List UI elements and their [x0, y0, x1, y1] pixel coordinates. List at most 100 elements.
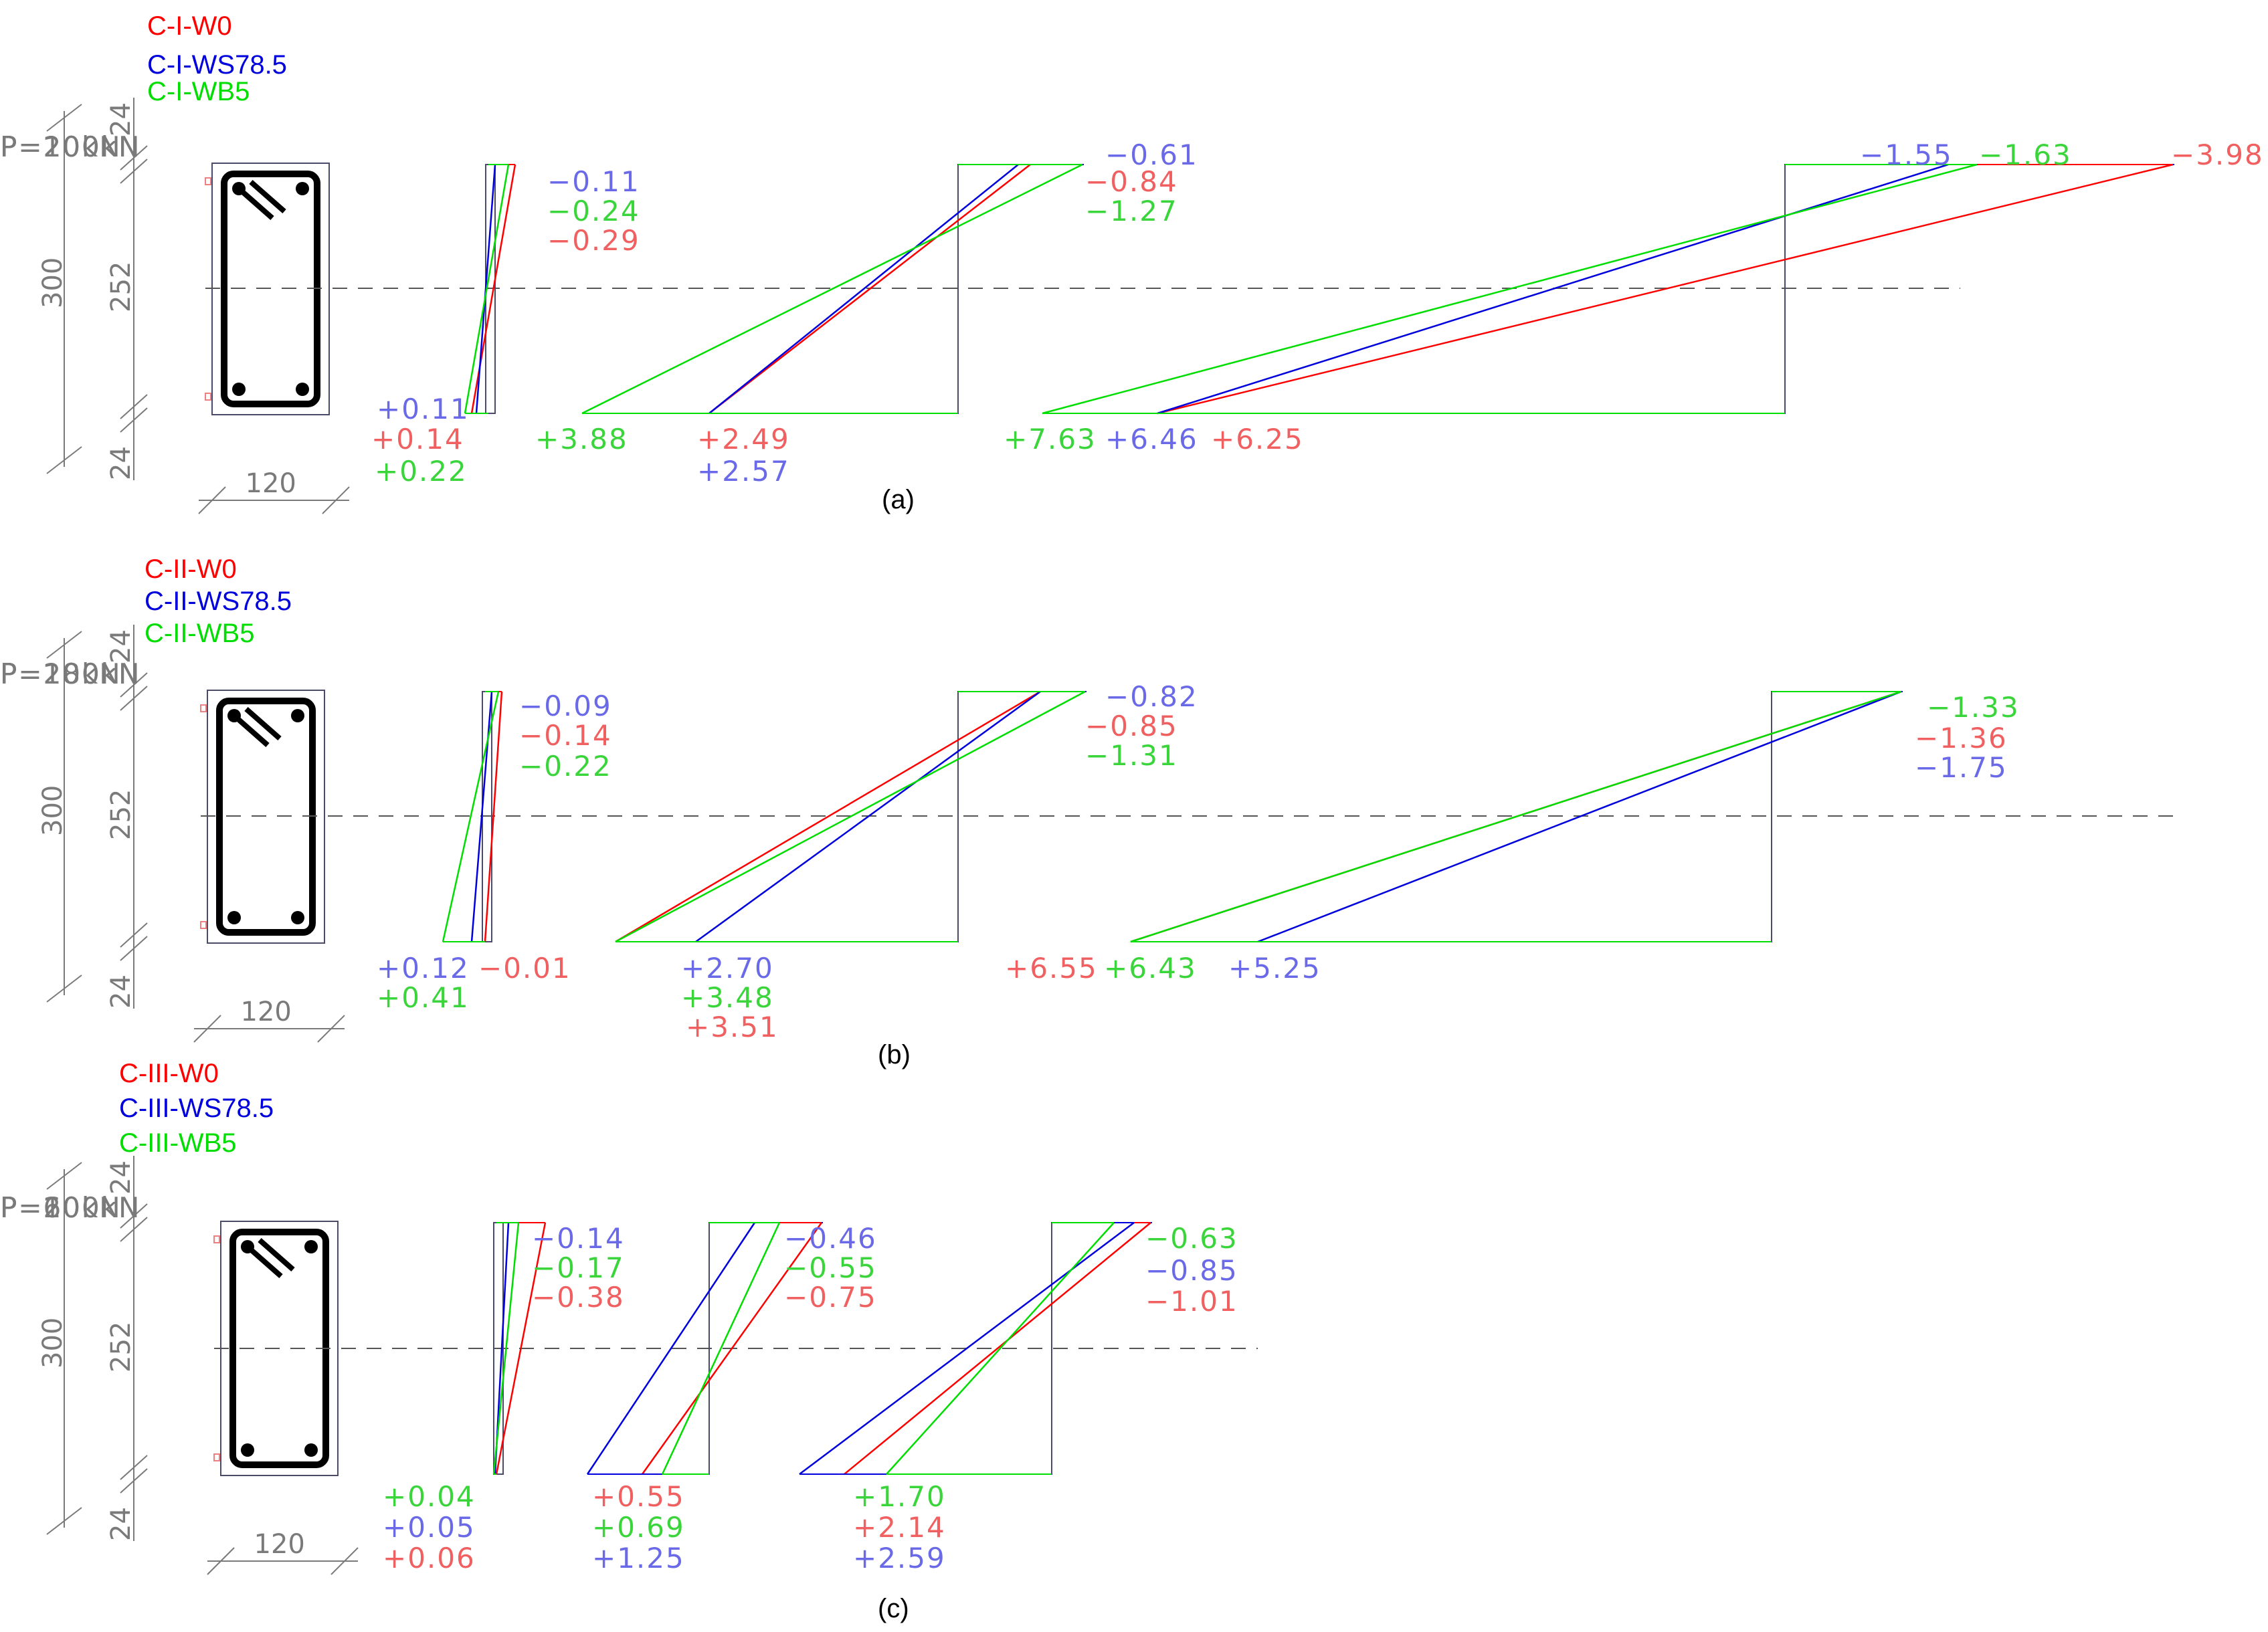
- stirrup-hook: [232, 713, 270, 748]
- bottom-strain-label: +6.43: [1104, 952, 1197, 985]
- load-label: P=100kN: [0, 1191, 140, 1224]
- bottom-strain-label: +0.22: [375, 455, 468, 488]
- strain-gauge-mark: [200, 704, 207, 712]
- bottom-strain-label: +2.70: [681, 952, 774, 985]
- strain-line-w0: [615, 690, 1041, 943]
- dimension-tick: [120, 1455, 148, 1480]
- strain-line-ws785: [475, 164, 496, 414]
- top-strain-label: −1.63: [1979, 138, 2072, 171]
- stirrup-hook: [258, 1237, 295, 1272]
- bottom-strain-label: +3.88: [535, 423, 628, 455]
- strain-line-w0: [470, 164, 516, 414]
- panel-a: C-I-W0C-I-WS78.5C-I-WB53002425224120P=20…: [0, 11, 2264, 514]
- load-case-3: P=200kN−1.55−1.63−3.98+7.63+6.46+6.25: [0, 130, 2264, 455]
- strain-line-ws785: [1157, 163, 1949, 415]
- load-case-2: P=100kN−0.61−0.84−1.27+3.88+2.49+2.57: [0, 130, 1197, 488]
- dim-core: 252: [106, 789, 136, 840]
- dimension-tick: [330, 1547, 359, 1575]
- top-strain-label: −0.55: [784, 1251, 877, 1284]
- dim-height-label: 300: [37, 258, 68, 308]
- load-case-2: P=100kN−0.82−0.85−1.31+2.70+3.48+3.51: [0, 657, 1197, 1043]
- dim-cover-top: 24: [106, 629, 136, 664]
- load-case-1: P=20kN−0.11−0.24−0.29+0.11+0.14+0.22: [0, 130, 640, 488]
- rebar-dot: [241, 1443, 254, 1457]
- top-strain-label: −0.84: [1085, 165, 1178, 198]
- dimension-tick: [193, 1015, 221, 1043]
- legend-wb5: C-III-WB5: [119, 1128, 237, 1158]
- top-strain-label: −1.36: [1915, 722, 2008, 754]
- top-strain-label: −0.17: [532, 1251, 625, 1284]
- bottom-strain-label: +0.14: [371, 423, 464, 455]
- strain-line-wb5: [1042, 163, 1978, 415]
- strain-gauge-mark: [213, 1453, 220, 1461]
- load-case-1: P=20kN−0.14−0.17−0.38+0.04+0.05+0.06: [0, 1191, 625, 1574]
- load-label: P=20kN: [0, 130, 122, 163]
- top-strain-label: −1.27: [1085, 195, 1178, 227]
- dim-width-label: 120: [254, 1529, 305, 1560]
- load-case-3: P=180kN−1.33−1.36−1.75+6.55+6.43+5.25: [0, 657, 2020, 985]
- panel-subtitle: (c): [878, 1594, 909, 1623]
- dim-cover-bottom: 24: [106, 1507, 136, 1541]
- stirrup-hook: [237, 186, 274, 221]
- legend-w0: C-III-W0: [119, 1059, 219, 1088]
- bottom-strain-label: +0.12: [377, 952, 470, 985]
- strain-gauge-mark: [205, 177, 211, 185]
- load-label: P=20kN: [0, 1191, 122, 1224]
- panel-c: C-III-W0C-III-WS78.5C-III-WB530024252241…: [0, 1059, 1258, 1623]
- dim-width-label: 120: [246, 468, 296, 499]
- bottom-strain-label: +6.55: [1005, 952, 1098, 985]
- top-strain-label: −1.33: [1927, 691, 2020, 724]
- dimension-tick: [120, 672, 148, 698]
- load-label: P=20kN: [0, 657, 122, 690]
- strain-gauge-mark: [200, 921, 207, 929]
- bottom-strain-label: +7.63: [1004, 423, 1097, 455]
- bottom-strain-label: +2.49: [697, 423, 790, 455]
- dimension-tick: [46, 1507, 82, 1535]
- bottom-strain-label: +0.55: [592, 1480, 685, 1513]
- stirrup-hook: [249, 179, 286, 214]
- dim-cover-bottom: 24: [106, 975, 136, 1009]
- top-strain-label: −1.75: [1915, 751, 2008, 784]
- stirrup-hook: [244, 706, 282, 741]
- strain-line-wb5: [492, 1222, 520, 1475]
- load-case-3: P=100kN−0.63−0.85−1.01+1.70+2.14+2.59: [0, 1191, 1238, 1574]
- top-strain-label: −0.38: [532, 1281, 625, 1314]
- bottom-strain-label: +6.46: [1105, 423, 1198, 455]
- bottom-strain-label: +2.59: [853, 1542, 946, 1574]
- strain-line-ws785: [799, 1222, 1135, 1475]
- strain-line-w0: [1157, 163, 2174, 415]
- dimension-tick: [120, 686, 148, 711]
- panel-subtitle: (b): [878, 1040, 911, 1069]
- bottom-strain-label: +0.04: [383, 1480, 476, 1513]
- strain-line-w0: [484, 691, 503, 942]
- top-strain-label: −0.85: [1085, 710, 1178, 742]
- strain-line-w0: [641, 1222, 823, 1475]
- strain-gauge-mark: [213, 1235, 220, 1243]
- top-strain-label: −3.98: [2171, 138, 2264, 171]
- bottom-strain-label: +1.70: [853, 1480, 946, 1513]
- load-case-1: P=20kN−0.09−0.14−0.22+0.12−0.01+0.41: [0, 657, 611, 1014]
- strain-line-ws785: [1257, 690, 1902, 943]
- legend-wb5: C-II-WB5: [145, 619, 254, 648]
- top-strain-label: −1.31: [1085, 739, 1178, 772]
- load-label: P=180kN: [0, 657, 140, 690]
- bottom-strain-label: +3.51: [686, 1011, 779, 1043]
- legend-w0: C-II-W0: [145, 554, 237, 584]
- dimension-tick: [120, 394, 148, 419]
- top-strain-label: −0.14: [532, 1222, 625, 1255]
- load-label: P=100kN: [0, 130, 140, 163]
- top-strain-label: −0.85: [1145, 1254, 1238, 1287]
- dimension-tick: [207, 1547, 235, 1575]
- dimension-tick: [120, 936, 148, 961]
- strain-line-wb5: [1130, 690, 1902, 943]
- rebar-dot: [227, 911, 241, 924]
- rebar-dot: [304, 1240, 318, 1253]
- dimension-tick: [46, 975, 82, 1003]
- stirrup-hook: [246, 1244, 283, 1279]
- top-strain-label: −0.29: [547, 224, 640, 257]
- dimension-tick: [120, 407, 148, 433]
- bottom-strain-label: +0.69: [592, 1511, 685, 1544]
- bottom-strain-label: +0.11: [377, 393, 470, 425]
- dim-cover-top: 24: [106, 102, 136, 136]
